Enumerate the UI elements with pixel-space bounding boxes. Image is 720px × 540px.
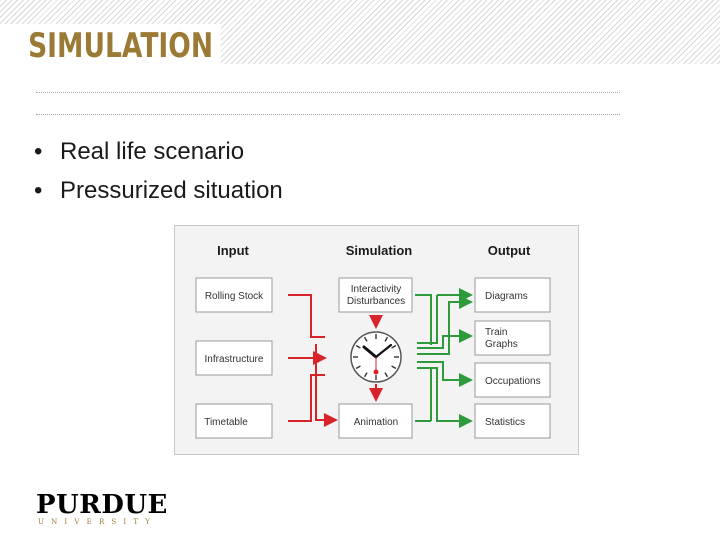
output-label-train: Train bbox=[485, 327, 507, 338]
sim-label-animation: Animation bbox=[354, 417, 398, 428]
header-simulation: Simulation bbox=[346, 243, 413, 258]
output-box-train-graphs bbox=[474, 320, 551, 356]
divider-top bbox=[36, 92, 620, 93]
bullet-item: •Real life scenario bbox=[34, 138, 245, 165]
input-label-timetable: Timetable bbox=[204, 417, 248, 428]
input-box-rolling-stock bbox=[195, 277, 273, 313]
slide-title: SIMULATION bbox=[0, 24, 221, 68]
logo-subtitle: UNIVERSITY bbox=[38, 518, 158, 526]
output-box-diagrams bbox=[474, 277, 551, 313]
sim-box-animation bbox=[338, 403, 413, 439]
output-label-statistics: Statistics bbox=[485, 417, 525, 428]
input-label-infrastructure: Infrastructure bbox=[205, 354, 264, 365]
output-label-diagrams: Diagrams bbox=[485, 291, 528, 302]
output-box-occupations bbox=[474, 362, 551, 398]
sim-box-interactivity bbox=[338, 277, 413, 313]
sim-label-interactivity: Interactivity bbox=[351, 284, 402, 295]
logo-wordmark: PURDUE bbox=[36, 490, 168, 520]
bullet-text: Real life scenario bbox=[60, 138, 245, 165]
output-arrows bbox=[415, 288, 473, 428]
bullet-list: •Real life scenario •Pressurized situati… bbox=[34, 132, 283, 210]
input-box-timetable bbox=[195, 403, 273, 439]
divider-bottom bbox=[36, 114, 620, 115]
simulation-diagram: Input Simulation Output Rolling Stock In… bbox=[174, 225, 579, 455]
output-label-graphs: Graphs bbox=[485, 339, 518, 350]
output-label-occupations: Occupations bbox=[485, 376, 541, 387]
bullet-text: Pressurized situation bbox=[60, 177, 283, 204]
output-box-statistics bbox=[474, 403, 551, 439]
input-label-rolling-stock: Rolling Stock bbox=[205, 291, 264, 302]
bullet-item: •Pressurized situation bbox=[34, 177, 283, 204]
input-box-infrastructure bbox=[195, 340, 273, 376]
input-arrows bbox=[288, 294, 383, 427]
clock-icon bbox=[350, 331, 402, 383]
header-output: Output bbox=[488, 243, 531, 258]
sim-label-disturbances: Disturbances bbox=[347, 296, 405, 307]
purdue-logo: PURDUE UNIVERSITY bbox=[36, 491, 167, 527]
header-input: Input bbox=[217, 243, 249, 258]
